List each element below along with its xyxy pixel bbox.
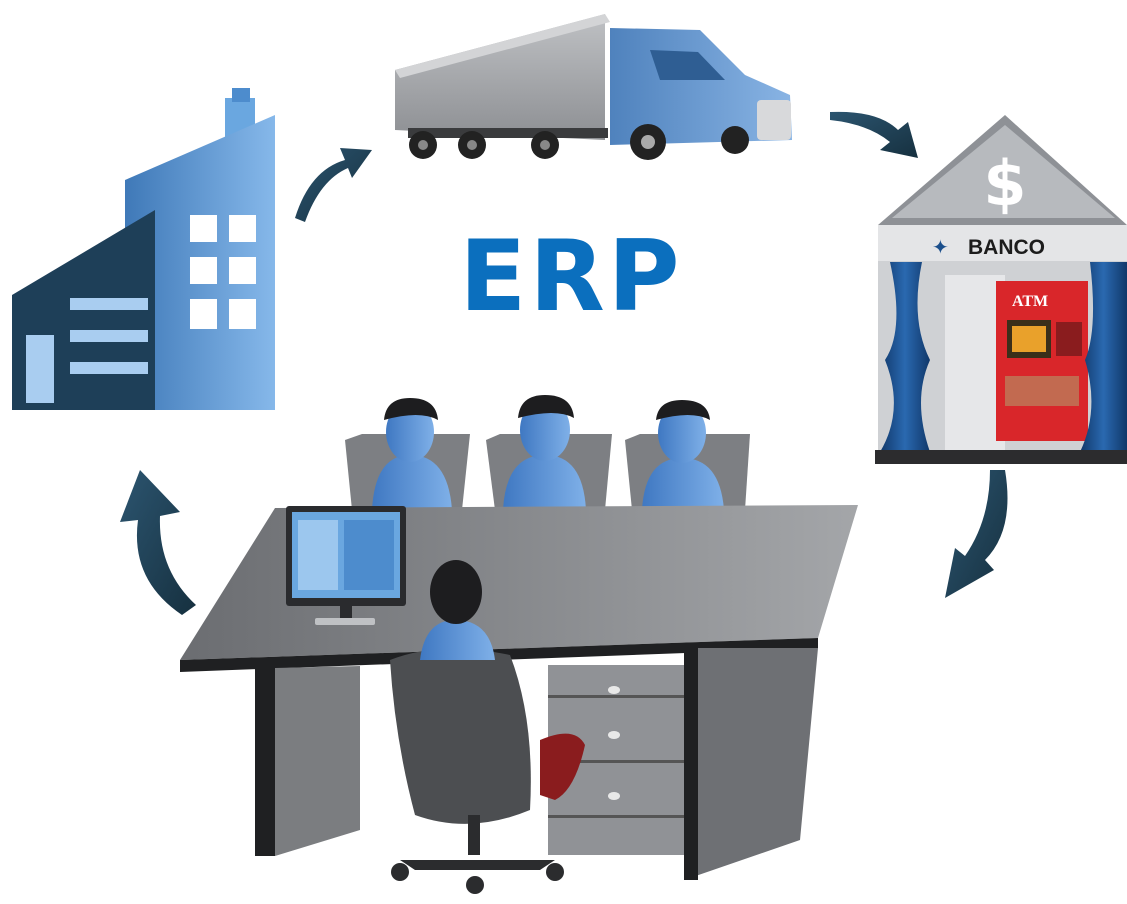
person-icon xyxy=(372,398,452,510)
erp-title: ERP xyxy=(459,220,683,334)
atm-label: ATM xyxy=(1012,293,1048,310)
office-chair-icon xyxy=(390,648,585,894)
cycle-arrow-icon xyxy=(120,470,196,615)
meeting-table-icon xyxy=(180,395,858,894)
cycle-arrow-icon xyxy=(830,111,918,158)
bank-bird-icon: ✦ xyxy=(932,235,949,259)
bank-icon: $ ✦ BANCO ATM xyxy=(875,115,1127,464)
monitor-icon xyxy=(286,506,406,625)
cycle-arrow-icon xyxy=(295,148,372,222)
truck-icon xyxy=(395,14,792,160)
cycle-arrow-icon xyxy=(945,470,1008,598)
person-icon xyxy=(420,560,495,660)
dollar-sign: $ xyxy=(983,147,1026,220)
person-icon xyxy=(642,400,724,510)
factory-icon xyxy=(12,88,275,410)
person-icon xyxy=(503,395,586,510)
bank-sign: BANCO xyxy=(968,236,1045,259)
